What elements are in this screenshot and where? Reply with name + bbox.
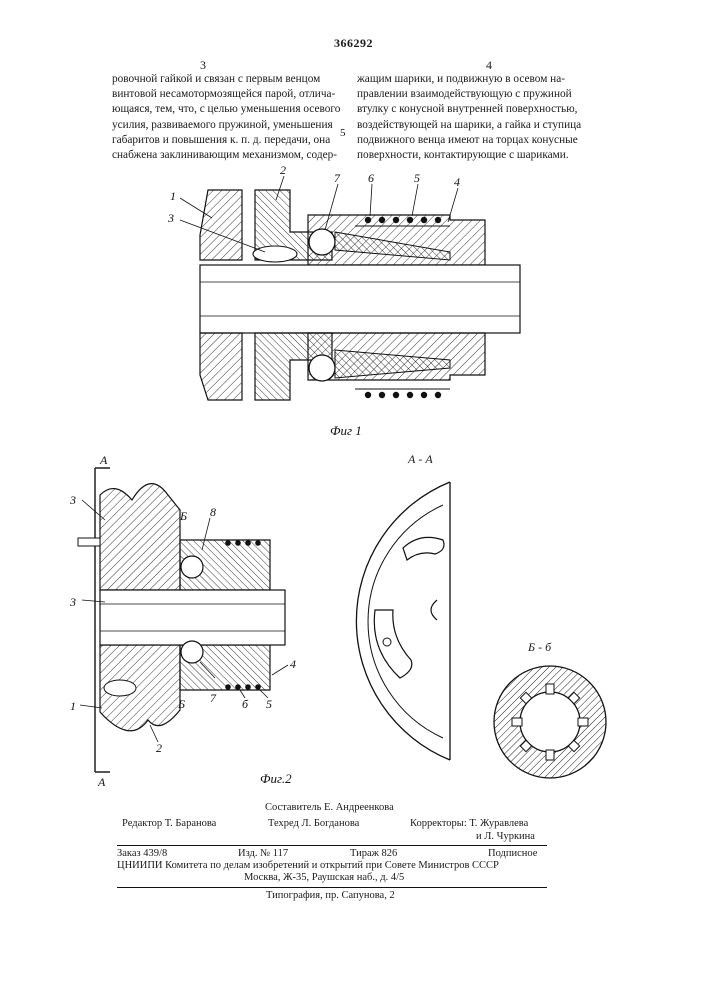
circulation-line: Тираж 826 (350, 848, 397, 860)
text-line: жащим шарики, и подвижную в осевом на- (357, 72, 589, 87)
line-marker: 5 (340, 127, 346, 139)
subscription-line: Подписное (488, 848, 537, 860)
fig2-label: A (97, 775, 106, 789)
techred-line: Техред Л. Богданова (268, 818, 359, 830)
fig1-label: 7 (334, 171, 341, 185)
fig2-label: 5 (266, 697, 272, 711)
fig1-label: 5 (414, 171, 420, 185)
fig1-label: 3 (167, 211, 174, 225)
section-aa-title: А - А (408, 452, 433, 467)
address-line: Москва, Ж-35, Раушская наб., д. 4/5 (244, 872, 404, 884)
right-column-number: 4 (486, 58, 492, 73)
section-bb-drawing (490, 662, 610, 782)
figure-1-drawing: 1 2 3 7 6 5 4 Фиг 1 (150, 160, 530, 445)
fig2-label: 7 (210, 691, 217, 705)
left-text-column: ровочной гайкой и связан с первым венцом… (112, 72, 329, 163)
fig2-label: 3 (69, 493, 76, 507)
fig1-label: 6 (368, 171, 374, 185)
figure-2-drawing: A A 3 8 Б 3 4 Б 7 б 5 1 2 Фиг.2 (60, 450, 320, 790)
imprint-rule-top (117, 845, 547, 846)
text-line: ющаяся, тем, что, с целью уменьшения осе… (112, 102, 329, 117)
section-bb-title: Б - б (528, 640, 551, 655)
fig2-label: 3 (69, 595, 76, 609)
fig2-label: 4 (290, 657, 296, 671)
fig2-label: 1 (70, 699, 76, 713)
imprint-rule-bottom (117, 887, 547, 888)
printer-line: Типография, пр. Сапунова, 2 (266, 890, 395, 902)
fig2-label: б (242, 697, 249, 711)
fig2-label: Б (179, 509, 187, 523)
fig2-label: 8 (210, 505, 216, 519)
text-line: винтовой несамотормозящейся парой, отлич… (112, 87, 329, 102)
text-line: правлении взаимодействующую с пружиной (357, 87, 589, 102)
text-line: подвижного венца имеют на торцах конусны… (357, 133, 589, 148)
fig1-label: 2 (280, 163, 286, 177)
compiler-line: Составитель Е. Андреенкова (265, 802, 394, 814)
fig1-label: 1 (170, 189, 176, 203)
fig2-label: A (99, 453, 108, 467)
text-line: втулку с конусной внутренней поверхность… (357, 102, 589, 117)
text-line: габаритов и повышения к. п. д. передачи,… (112, 133, 329, 148)
left-column-number: 3 (200, 58, 206, 73)
correctors-line: Корректоры: Т. Журавлева (410, 818, 528, 830)
figure-1-caption: Фиг 1 (330, 423, 362, 438)
figure-2-caption: Фиг.2 (260, 771, 292, 786)
section-aa-drawing (325, 470, 475, 770)
correctors-line-2: и Л. Чуркина (476, 831, 535, 843)
fig2-label: Б (177, 697, 185, 711)
text-line: ровочной гайкой и связан с первым венцом (112, 72, 329, 87)
text-line: усилия, развиваемого пружиной, уменьшени… (112, 118, 329, 133)
text-line: воздействующей на шарики, а гайка и ступ… (357, 118, 589, 133)
fig2-label: 2 (156, 741, 162, 755)
org-line: ЦНИИПИ Комитета по делам изобретений и о… (117, 860, 499, 872)
order-line: Заказ 439/8 (117, 848, 167, 860)
right-text-column: жащим шарики, и подвижную в осевом на- п… (357, 72, 589, 163)
editor-line: Редактор Т. Баранова (122, 818, 216, 830)
edition-line: Изд. № 117 (238, 848, 288, 860)
fig1-label: 4 (454, 175, 460, 189)
patent-number: 366292 (0, 36, 707, 51)
